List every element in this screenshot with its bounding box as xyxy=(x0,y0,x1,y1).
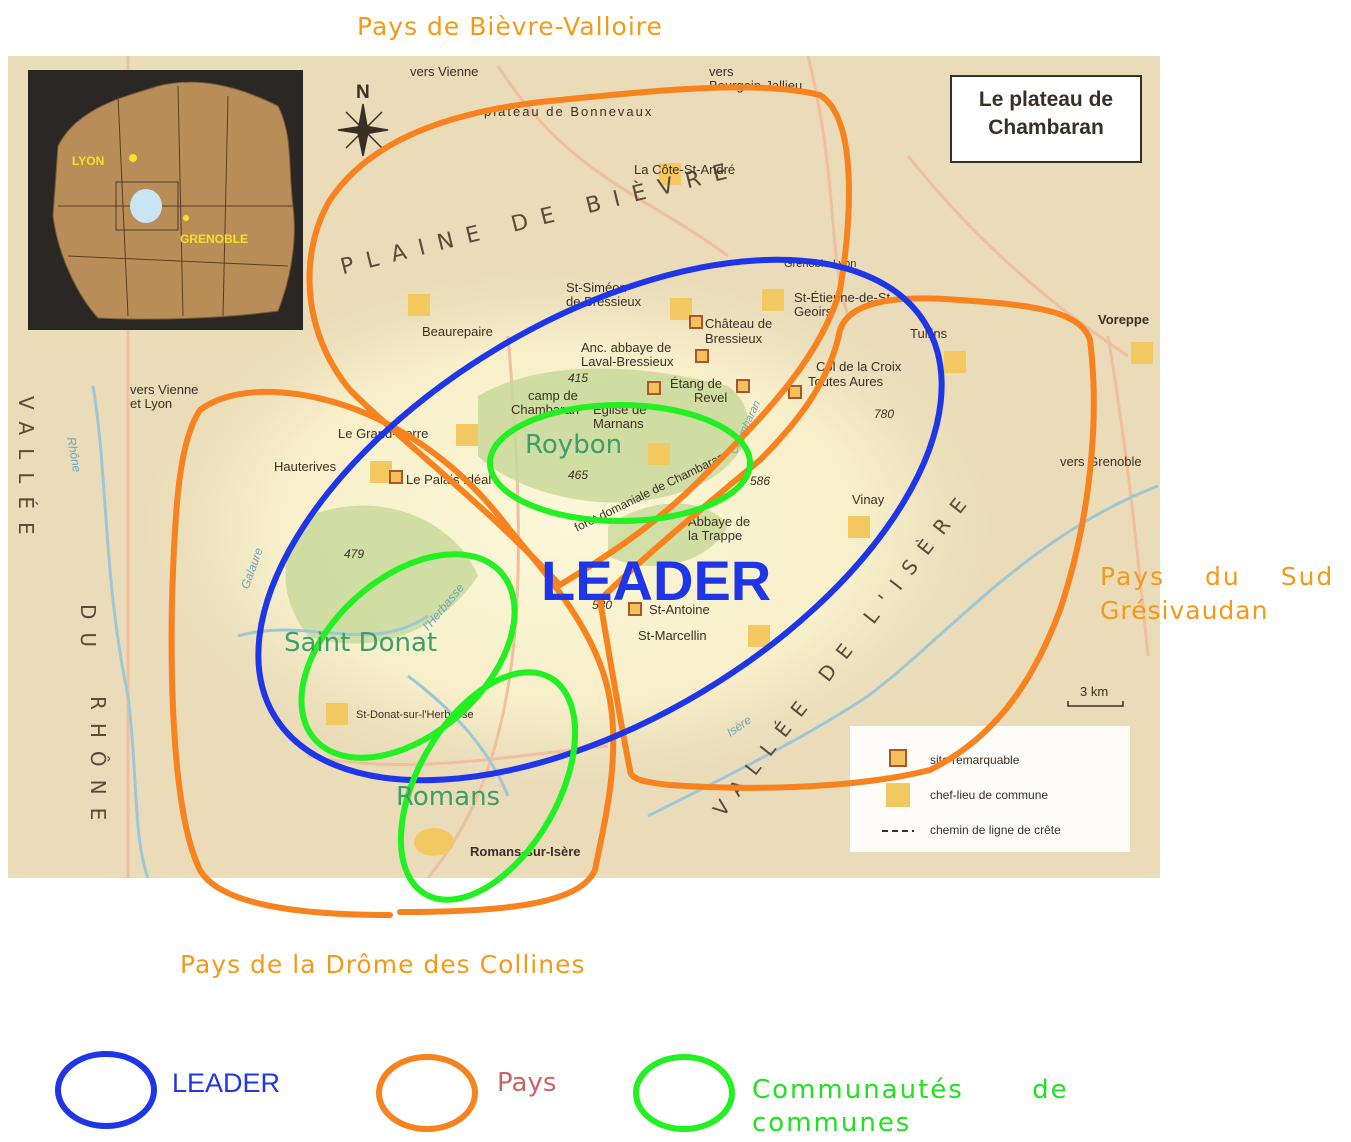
place-chateau-2: Bressieux xyxy=(705,331,763,346)
outline-leader xyxy=(255,256,945,784)
legend-ellipse-leader xyxy=(55,1051,157,1129)
map-title-line2: Chambaran xyxy=(988,116,1104,139)
label-leader: LEADER xyxy=(541,549,772,612)
caption-pays-bievre-valloire: Pays de Bièvre-Valloire xyxy=(357,12,663,41)
inset-label-grenoble: GRENOBLE xyxy=(180,232,249,246)
compass-rose xyxy=(337,103,389,157)
place-vers-vienne-top: vers Vienne xyxy=(410,64,479,79)
outline-cc-roybon xyxy=(487,402,753,524)
place-eglise-2: Marnans xyxy=(593,416,644,431)
outline-pays-drome-collines xyxy=(168,388,617,918)
altitude-415: 415 xyxy=(568,371,589,385)
map-title: Le plateau de Chambaran xyxy=(951,86,1141,142)
place-cote-st-andre: La Côte-St-André xyxy=(634,162,736,177)
place-voreppe: Voreppe xyxy=(1098,312,1150,327)
outline-cc-romans xyxy=(397,669,579,903)
label-saint-donat: Saint Donat xyxy=(284,628,438,658)
caption-pays-sud-line1: Pays du Sud xyxy=(1100,562,1346,591)
place-chateau-1: Château de xyxy=(705,316,773,331)
place-plateau-bonnevaux: plateau de Bonnevaux xyxy=(484,104,654,119)
outline-pays-sud-gresivaudan xyxy=(597,295,1097,791)
place-beaurepaire: Beaurepaire xyxy=(422,324,493,339)
place-etang-2: Revel xyxy=(694,390,728,405)
place-st-etienne-1: St-Étienne-de-St- xyxy=(794,290,895,305)
place-abbaye-2: Laval-Bressieux xyxy=(581,354,674,369)
altitude-465: 465 xyxy=(568,468,589,482)
legend-ellipse-communautes xyxy=(633,1054,735,1132)
rivers xyxy=(91,385,1159,878)
caption-pays-drome-collines: Pays de la Drôme des Collines xyxy=(180,950,586,979)
outline-cc-saint-donat xyxy=(298,551,518,761)
label-roybon: Roybon xyxy=(525,430,623,460)
place-abbaye-1: Anc. abbaye de xyxy=(581,340,672,355)
legend-label-communautes-1: Communautés de xyxy=(752,1075,1069,1105)
altitude-780: 780 xyxy=(874,407,895,421)
legend-ellipse-pays xyxy=(376,1054,478,1132)
altitude-586: 586 xyxy=(750,474,771,488)
place-abbaye-trappe-2: la Trappe xyxy=(688,528,743,543)
legend-label-leader: LEADER xyxy=(172,1068,281,1098)
north-label: N xyxy=(356,82,370,103)
map-legend-chemin: chemin de ligne de crête xyxy=(930,823,1061,837)
caption-pays-sud-line2: Grésivaudan xyxy=(1100,596,1269,625)
place-vers-vienne-lyon-1: vers Vienne xyxy=(130,382,199,397)
legend-label-communautes-2: communes xyxy=(752,1108,912,1138)
place-st-etienne-2: Geoirs xyxy=(794,304,833,319)
altitude-479: 479 xyxy=(344,547,365,561)
place-camp-1: camp de xyxy=(528,388,578,403)
map-title-line1: Le plateau de xyxy=(978,88,1114,111)
place-vinay: Vinay xyxy=(852,492,885,507)
place-abbaye-trappe-1: Abbaye de xyxy=(688,514,751,529)
place-col-1: Col de la Croix xyxy=(816,359,902,374)
inset-label-lyon: LYON xyxy=(72,154,105,168)
place-st-antoine: St-Antoine xyxy=(649,602,710,617)
place-st-donat-town: St-Donat-sur-l'Herbasse xyxy=(356,709,474,721)
place-st-marcellin: St-Marcellin xyxy=(638,628,707,643)
legend-label-pays: Pays xyxy=(497,1068,557,1098)
place-vers-bourgoin-1: vers xyxy=(709,64,734,79)
bottom-legend-shapes xyxy=(55,1051,735,1132)
scale-label: 3 km xyxy=(1080,684,1109,699)
place-col-2: Toutes Aures xyxy=(808,374,884,389)
place-vers-vienne-lyon-2: et Lyon xyxy=(130,396,173,411)
place-hauterives: Hauterives xyxy=(274,459,337,474)
label-romans: Romans xyxy=(396,782,501,812)
caption-pays-sud-text: Pays du Sud xyxy=(1100,562,1335,591)
outline-pays-bievre-valloire xyxy=(306,84,852,588)
place-etang-1: Étang de xyxy=(670,376,723,391)
place-vers-grenoble: vers Grenoble xyxy=(1060,454,1142,469)
map-legend-chef-lieu: chef-lieu de commune xyxy=(930,788,1049,802)
